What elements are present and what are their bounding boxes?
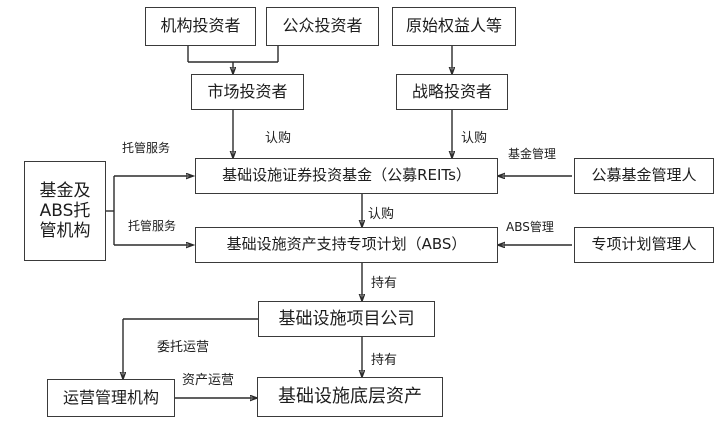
edge-label-subscription-abs: 认购 [368,207,395,222]
node-public-reits-fund[interactable]: 基础设施证券投资基金（公募REITs） [195,158,498,194]
node-underlying-assets[interactable]: 基础设施底层资产 [257,377,443,417]
edge-label-entrusted-operation: 委托运营 [157,340,210,355]
node-project-company[interactable]: 基础设施项目公司 [258,301,435,337]
edge-label-fund-management: 基金管理 [508,147,557,161]
edge-label-abs-management: ABS管理 [506,220,554,234]
edge-label-custody-service-abs: 托管服务 [128,219,177,233]
node-fund-abs-custodian[interactable]: 基金及 ABS托 管机构 [24,161,106,261]
node-public-fund-manager[interactable]: 公募基金管理人 [574,158,714,194]
edge-label-holding-assets: 持有 [371,353,398,368]
node-special-plan-manager[interactable]: 专项计划管理人 [574,227,714,263]
edge-label-custody-service-fund: 托管服务 [122,141,171,155]
node-abs-plan[interactable]: 基础设施资产支持专项计划（ABS） [195,227,498,263]
node-market-investors[interactable]: 市场投资者 [191,74,304,110]
edge-label-holding-project: 持有 [371,276,398,291]
node-strategic-investors[interactable]: 战略投资者 [396,74,508,110]
edge-label-subscription-market: 认购 [265,131,292,146]
node-public-investors[interactable]: 公众投资者 [266,7,379,46]
node-original-rights-holders[interactable]: 原始权益人等 [392,7,516,46]
node-operation-manager[interactable]: 运营管理机构 [47,379,175,417]
edge-label-subscription-strategic: 认购 [461,131,488,146]
node-institutional-investors[interactable]: 机构投资者 [145,7,256,46]
edge-label-asset-operation: 资产运营 [182,373,235,388]
